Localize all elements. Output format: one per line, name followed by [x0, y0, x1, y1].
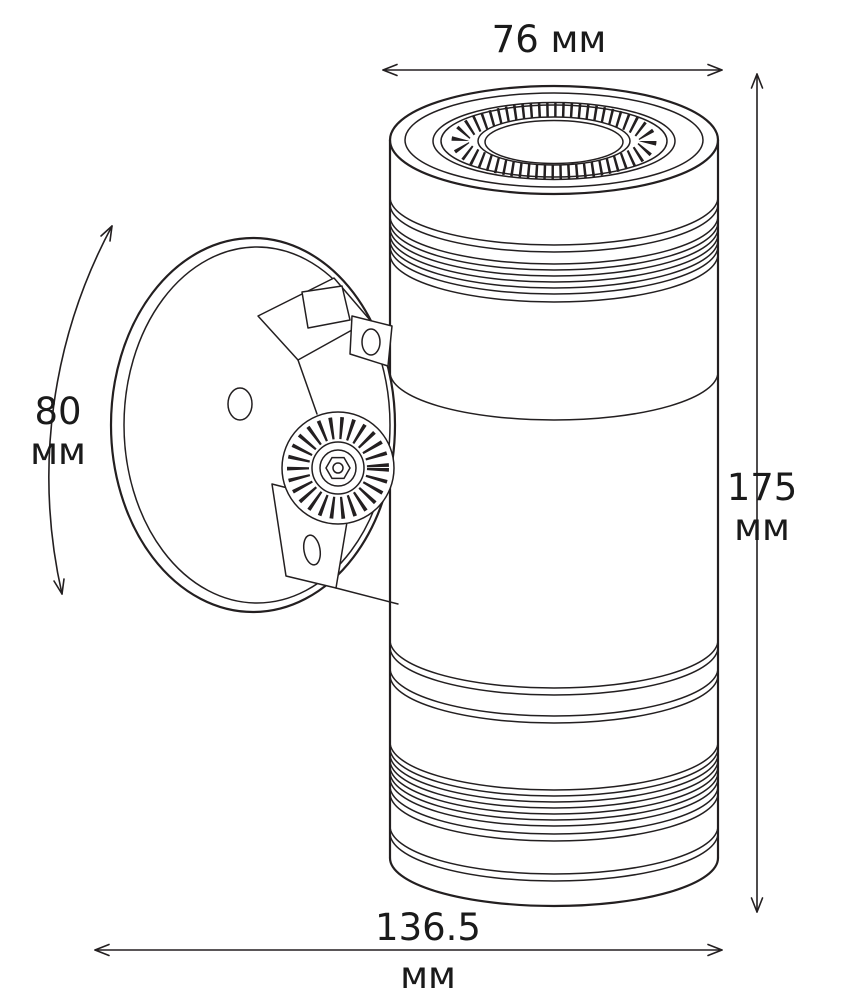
- hex-socket: [325, 456, 351, 480]
- body-seams: [389, 371, 719, 724]
- fin-line: [389, 832, 719, 882]
- led-emitter: [484, 119, 624, 165]
- dimension-unit: мм: [734, 506, 790, 549]
- fin-line: [389, 221, 719, 271]
- fin-line: [389, 747, 719, 797]
- screw-hole: [227, 387, 253, 421]
- arrowhead-bottom: [750, 897, 764, 913]
- tab-hole: [361, 328, 381, 356]
- dimension-value: 80: [34, 390, 81, 433]
- fin-line: [389, 215, 719, 265]
- knuckle-teeth: [287, 417, 389, 519]
- fin-line: [389, 196, 719, 246]
- fin-line: [389, 245, 719, 295]
- bottom-fins: [389, 741, 719, 882]
- bracket-edge-line: [297, 359, 318, 415]
- cylinder-bottom-edge: [388, 856, 720, 908]
- fin-line: [389, 777, 719, 827]
- dimension-unit: мм: [400, 954, 456, 997]
- seam-line: [389, 667, 719, 717]
- dimension-value: 175: [727, 466, 798, 509]
- bracket-pad: [301, 285, 351, 329]
- fin-line: [389, 785, 719, 835]
- arrowhead-right: [707, 943, 723, 957]
- fin-line: [389, 233, 719, 283]
- seam-line: [389, 646, 719, 696]
- fin-line: [389, 253, 719, 303]
- arrowhead-right: [707, 63, 723, 77]
- dimension-label: 76 мм: [492, 18, 607, 61]
- top-rim-outer: [388, 84, 720, 196]
- fin-line: [389, 825, 719, 875]
- dimension-depth: 136.5 мм: [94, 906, 723, 997]
- top-fins: [389, 196, 719, 303]
- top-rim-inner: [404, 92, 704, 188]
- bezel-ring: [432, 101, 676, 181]
- bracket-edge-line: [335, 587, 399, 605]
- arrowhead-top: [100, 225, 113, 242]
- fin-line: [389, 759, 719, 809]
- arrowhead-left: [94, 943, 110, 957]
- dimension-plate-diameter: 80 мм: [30, 225, 113, 595]
- arrowhead-left: [382, 63, 398, 77]
- screw-center: [332, 462, 344, 474]
- fin-line: [389, 227, 719, 277]
- fin-line: [389, 203, 719, 253]
- fin-line: [389, 753, 719, 803]
- dimension-arc: [48, 225, 113, 595]
- dimension-unit: мм: [30, 430, 86, 473]
- lamp-cylinder: [388, 84, 720, 908]
- reflector-ribs: [451, 102, 657, 180]
- bracket-slot: [302, 534, 322, 566]
- arrowhead-bottom: [53, 578, 65, 595]
- seam-line: [389, 639, 719, 689]
- fin-line: [389, 765, 719, 815]
- bracket-tab: [349, 315, 393, 367]
- arrowhead-top: [750, 73, 764, 89]
- screw-head: [319, 449, 357, 487]
- seam-line: [389, 674, 719, 724]
- fin-line: [389, 239, 719, 289]
- fin-line: [389, 792, 719, 842]
- fin-line: [389, 741, 719, 791]
- dimension-value: 136.5: [375, 906, 481, 949]
- reflector-inner: [477, 116, 631, 166]
- fin-line: [389, 771, 719, 821]
- seam-line: [389, 371, 719, 421]
- dimension-height: 175 мм: [727, 73, 798, 913]
- adjustment-knuckle: [281, 411, 395, 525]
- reflector-outer: [440, 104, 668, 178]
- dimension-top-width: 76 мм: [382, 18, 723, 77]
- plate-inner-edge: [123, 246, 391, 604]
